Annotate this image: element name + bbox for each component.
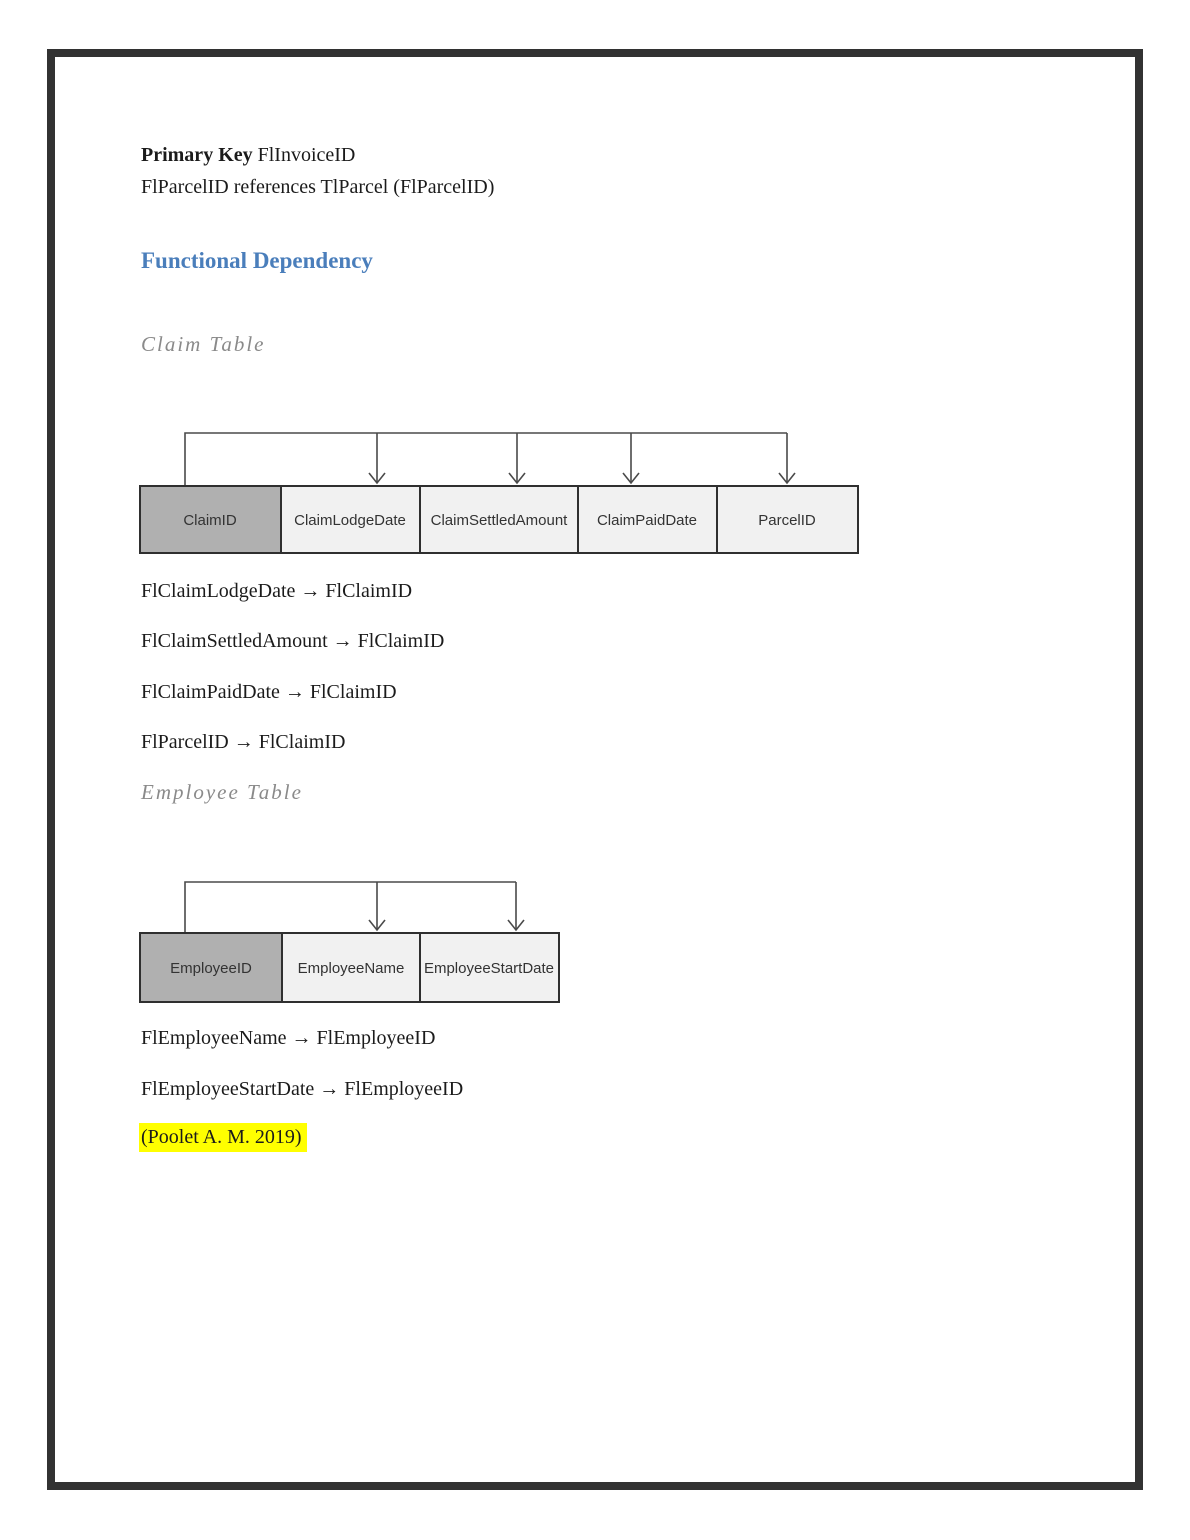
cell [280,485,421,554]
column-label: ClaimPaidDate [597,512,697,529]
dependency-line: FlClaimSettledAmount → FlClaimID [141,630,445,652]
employee-table-diagram: EmployeeID EmployeeName EmployeeStartDat… [139,881,560,1003]
references-line: FlParcelID references TlParcel (FlParcel… [141,176,495,198]
key-cell [139,932,283,1003]
arrowhead-down-icon [622,472,640,485]
employee-table-subtitle: Employee Table [141,780,303,804]
arrowhead-down-icon [508,472,526,485]
dependency-line: FlParcelID → FlClaimID [141,731,346,753]
arrowhead-down-icon [368,472,386,485]
functional-dependency-heading: Functional Dependency [141,248,373,273]
employee-table-row: EmployeeID EmployeeName EmployeeStartDat… [139,932,560,1003]
claim-table-row: ClaimID ClaimLodgeDate ClaimSettledAmoun… [139,485,859,554]
connector-line [184,881,516,933]
column-label: ParcelID [758,512,816,529]
column-label: ClaimLodgeDate [294,512,406,529]
arrowhead-down-icon [778,472,796,485]
employee-dependency-connectors [184,881,525,933]
cell [419,932,560,1003]
page-border [47,49,1143,1490]
cell [577,485,718,554]
column-label: EmployeeID [170,960,252,977]
column-label: EmployeeStartDate [424,960,554,977]
dependency-line: FlEmployeeName → FlEmployeeID [141,1027,436,1049]
column-label: ClaimID [183,512,237,529]
intro-paragraph: Primary Key FlInvoiceID FlParcelID refer… [141,139,494,203]
citation-line: (Poolet A. M. 2019) [139,1123,307,1152]
claim-table-subtitle: Claim Table [141,332,266,356]
dependency-line: FlClaimLodgeDate → FlClaimID [141,580,413,602]
column-label: ClaimSettledAmount [431,512,569,529]
cell [281,932,421,1003]
primary-key-label: Primary Key [141,144,253,166]
highlighted-citation: (Poolet A. M. 2019) [139,1123,307,1152]
arrowhead-down-icon [507,919,525,932]
arrowhead-down-icon [368,919,386,932]
key-cell [139,485,282,554]
cell [716,485,859,554]
claim-table-diagram: ClaimID ClaimLodgeDate ClaimSettledAmoun… [139,432,859,554]
claim-dependency-connectors [184,432,796,486]
dependency-line: FlClaimPaidDate → FlClaimID [141,681,397,703]
dependency-line: FlEmployeeStartDate → FlEmployeeID [141,1078,464,1100]
primary-key-line: Primary Key FlInvoiceID [141,139,494,171]
connector-line [184,432,787,486]
column-label: EmployeeName [298,960,405,977]
primary-key-value: FlInvoiceID [257,144,356,166]
